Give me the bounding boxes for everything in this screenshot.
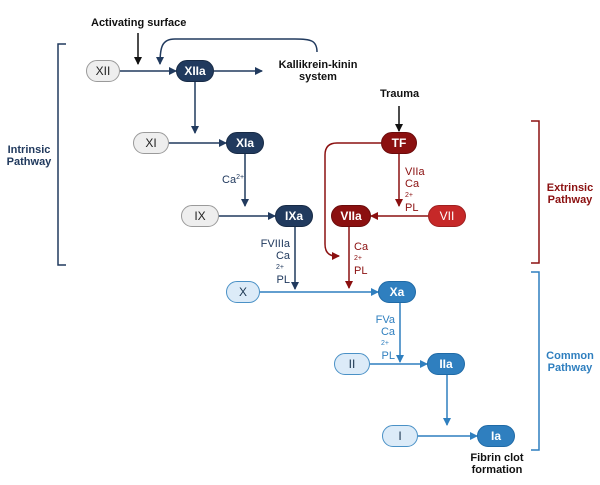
kallikrein-feedback-arrow [156,38,318,65]
tf-to-x-arrow [324,142,381,260]
factor-ii-node: II [334,353,370,375]
factor-i-node: I [382,425,418,447]
intrinsic-bracket [57,43,66,266]
factor-vii-node: VII [428,205,466,227]
activating-surface-label: Activating surface [91,17,187,29]
extrinsic-bracket [531,120,540,264]
factor-ixa-node: IXa [275,205,313,227]
intrinsic-pathway-label: Intrinsic Pathway [6,144,52,168]
factor-xi-node: XI [133,132,169,154]
common-pathway-label: Common Pathway [546,350,594,374]
factor-xia-node: XIa [226,132,264,154]
factor-xa-node: Xa [378,281,416,303]
fibrin-clot-formation-label: Fibrin clot formation [470,452,524,476]
factor-xii-node: XII [86,60,120,82]
xia-cofactor-label: Ca2+ [222,174,245,186]
extrinsic-pathway-label: Extrinsic Pathway [546,182,594,206]
factor-xiia-node: XIIa [176,60,214,82]
common-bracket [531,271,540,451]
factor-x-node: X [226,281,260,303]
tissue-factor-node: TF [381,132,417,154]
kallikrein-kinin-label: Kallikrein-kinin system [278,59,358,83]
trauma-label: Trauma [380,88,420,100]
factor-ia-node: Ia [477,425,515,447]
factor-ix-node: IX [181,205,219,227]
factor-viia-node: VIIa [331,205,371,227]
factor-iia-node: IIa [427,353,465,375]
